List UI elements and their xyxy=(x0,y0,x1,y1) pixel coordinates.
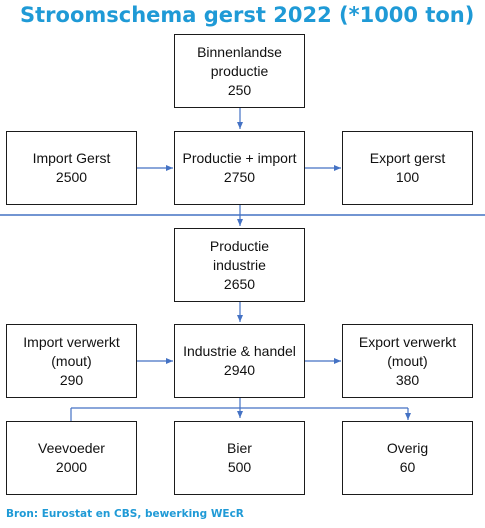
node-domestic-production: Binnenlandse productie 250 xyxy=(174,34,305,108)
diagram-title: Stroomschema gerst 2022 (*1000 ton) xyxy=(20,3,475,27)
node-import-gerst: Import Gerst 2500 xyxy=(6,131,137,205)
node-export-processed: Export verwerkt (mout) 380 xyxy=(342,324,473,398)
node-bier: Bier 500 xyxy=(174,421,305,495)
node-export-gerst: Export gerst 100 xyxy=(342,131,473,205)
node-production-import: Productie + import 2750 xyxy=(174,131,305,205)
source-note: Bron: Eurostat en CBS, bewerking WEcR xyxy=(6,508,244,520)
node-import-processed: Import verwerkt (mout) 290 xyxy=(6,324,137,398)
node-industry-trade: Industrie & handel 2940 xyxy=(174,324,305,398)
node-production-industry: Productie industrie 2650 xyxy=(174,228,305,302)
node-veevoeder: Veevoeder 2000 xyxy=(6,421,137,495)
node-overig: Overig 60 xyxy=(342,421,473,495)
